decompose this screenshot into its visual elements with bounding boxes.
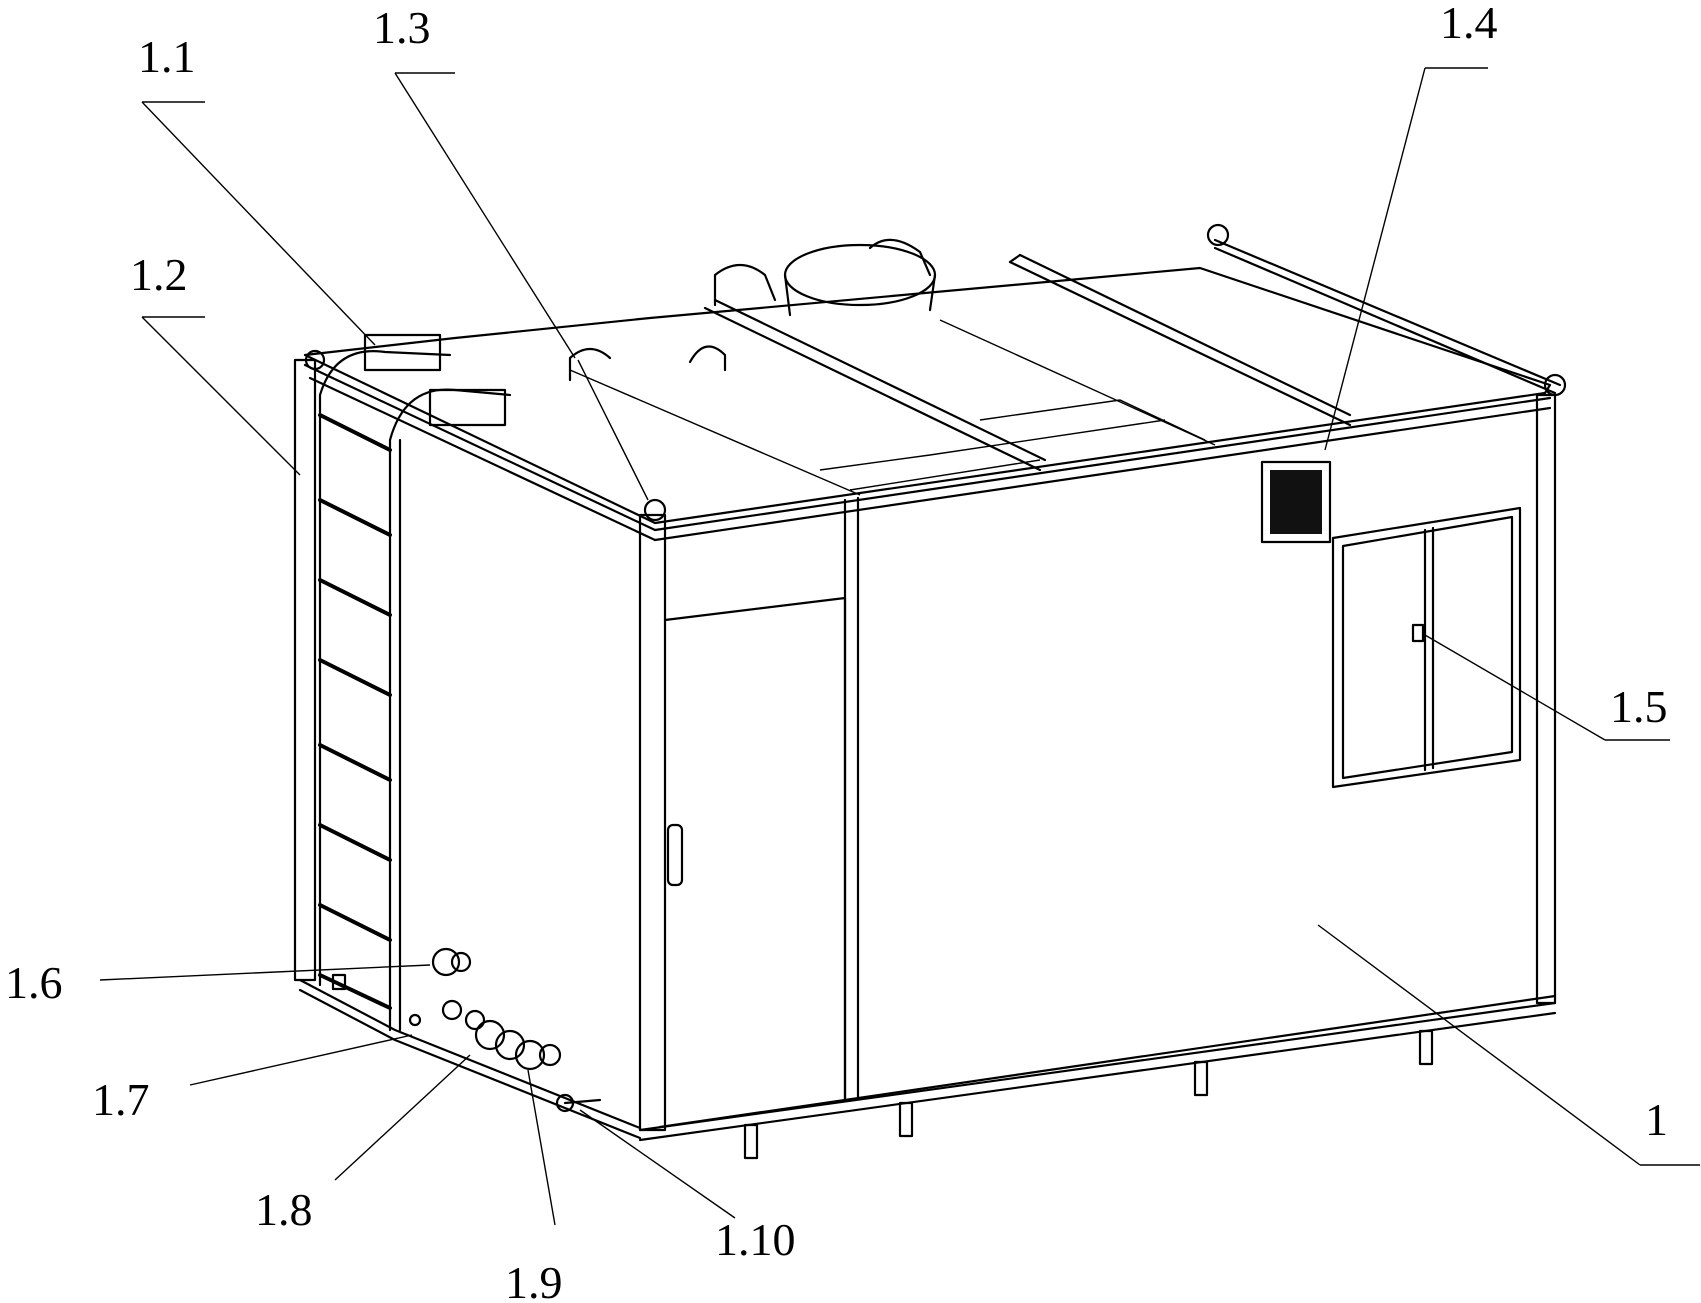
roof-outline [303,266,1552,525]
label-1-10: 1.10 [715,1214,796,1265]
side-door [663,596,847,1102]
label-1-6: 1.6 [5,957,63,1008]
roof-equipment [304,223,1567,522]
front-left-post [638,513,667,1132]
label-1-8: 1.8 [255,1184,313,1235]
door-handle [666,823,684,887]
hatch-handle-right [868,238,932,277]
lifting-lug-back-left [304,349,326,371]
hatch-handle-left [713,263,777,307]
roof-hook-2 [688,345,727,372]
label-1-2: 1.2 [130,249,188,300]
label-1: 1 [1645,1094,1668,1145]
pipe-port-1-9 [494,1029,526,1061]
reference-labels: 1.1 1.2 1.3 1.4 1.5 1.6 1.7 1.8 1.9 1.10… [5,0,1668,1303]
lifting-lug-back-right [1206,223,1230,247]
leader-lines [99,67,1700,1226]
pipe-port-1-8 [474,1019,506,1051]
label-1-1: 1.1 [138,31,196,82]
label-1-7: 1.7 [92,1074,150,1125]
lifting-lug-front-right [1543,373,1567,397]
pipe-port-1-7 [408,1013,422,1027]
ladder [318,350,512,1032]
window [1331,506,1522,789]
roof-box [428,388,507,427]
label-1-9: 1.9 [505,1257,563,1303]
front-right-post [1535,393,1557,1005]
label-1-5: 1.5 [1610,681,1668,732]
container-feet [743,1029,1434,1160]
pipe-port-1-6 [431,947,461,977]
label-1-3: 1.3 [373,2,431,53]
back-left-post [293,358,317,982]
pipe-connections [331,947,602,1113]
lifting-lug-front-left [643,498,667,522]
roof-hook-1-3 [568,347,612,382]
label-1-4: 1.4 [1440,0,1498,48]
roof-hatch [783,243,937,307]
louver-vent [1260,460,1332,544]
